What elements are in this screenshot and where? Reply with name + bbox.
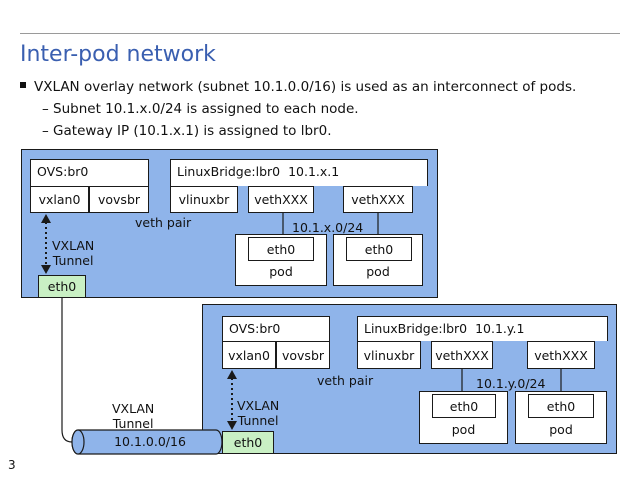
node1-pod1-eth0: eth0 [248,237,314,261]
node2-arrow-up-icon [227,370,237,379]
title-divider [20,33,620,34]
node1-vovsbr-port: vovsbr [89,186,149,213]
node1-veth1-port: vethXXX [248,186,314,213]
node2-vxlan0-port: vxlan0 [222,341,276,369]
node1-vlinuxbr-port: vlinuxbr [170,186,238,213]
node1-pod-2: eth0 pod [333,234,423,286]
node2-eth0: eth0 [222,431,274,454]
node1-ovs-bridge: OVS:br0 [30,159,149,186]
node2-veth-pair-label: veth pair [317,373,374,388]
node2-veth2-port: vethXXX [527,341,595,369]
node1-arrow-down-icon [41,265,51,274]
node2-tunnel-label: VXLAN Tunnel [237,398,280,428]
node2-pod-2: eth0 pod [515,391,607,444]
bullet-square-icon [20,82,26,88]
node2-pod-1: eth0 pod [419,391,508,444]
node1-linux-bridge: LinuxBridge:lbr0 10.1.x.1 [170,159,428,186]
node2-arrow-down-icon [227,421,237,430]
node1-vxlan0-port: vxlan0 [30,186,89,213]
node2-bridge-label: LinuxBridge:lbr0 [364,321,468,336]
node2-pod1-eth0: eth0 [432,394,496,418]
node1-eth0: eth0 [38,275,86,298]
node2-veth1-port: vethXXX [431,341,493,369]
node2-vovsbr-port: vovsbr [276,341,330,369]
node1-pod1-label: pod [269,264,293,279]
cable-to-pipe-curve [61,429,73,443]
node1-arrow-up-icon [41,214,51,223]
overlay-pipe-end [71,429,85,455]
node1-pod-1: eth0 pod [235,234,327,286]
overlay-tunnel-label: VXLAN Tunnel [112,401,155,431]
node2-vlinuxbr-port: vlinuxbr [357,341,421,369]
node1-tunnel-label: VXLAN Tunnel [52,238,95,268]
bullet-main-text: VXLAN overlay network (subnet 10.1.0.0/1… [34,79,577,95]
node1-ovs-label: OVS:br0 [37,164,89,179]
node2-pod2-label: pod [549,422,573,437]
node2-subnet-label: 10.1.y.0/24 [476,376,546,391]
bullet-main: VXLAN overlay network (subnet 10.1.0.0/1… [20,79,576,95]
node2-ovs-bridge: OVS:br0 [222,316,330,341]
bullet-sub-1: – Subnet 10.1.x.0/24 is assigned to each… [42,101,359,117]
node1-subnet-label: 10.1.x.0/24 [292,220,364,235]
node2-pod1-label: pod [451,422,476,437]
node1-veth-pair-label: veth pair [135,215,192,230]
node2-linux-bridge: LinuxBridge:lbr0 10.1.y.1 [357,316,608,341]
node1-pod2-eth0: eth0 [346,237,412,261]
page-number: 3 [8,458,16,472]
overlay-subnet-label: 10.1.0.0/16 [114,434,186,449]
node2-ovs-label: OVS:br0 [229,321,281,336]
bullet-sub-2: – Gateway IP (10.1.x.1) is assigned to l… [42,123,332,139]
node2-gateway-ip: 10.1.y.1 [475,321,525,336]
node1-gateway-ip: 10.1.x.1 [288,164,340,179]
node1-bridge-label: LinuxBridge:lbr0 [177,164,281,179]
node1-veth2-port: vethXXX [343,186,413,213]
slide-title: Inter-pod network [20,42,216,67]
node2-pod2-eth0: eth0 [528,394,594,418]
node1-pod2-label: pod [366,264,390,279]
